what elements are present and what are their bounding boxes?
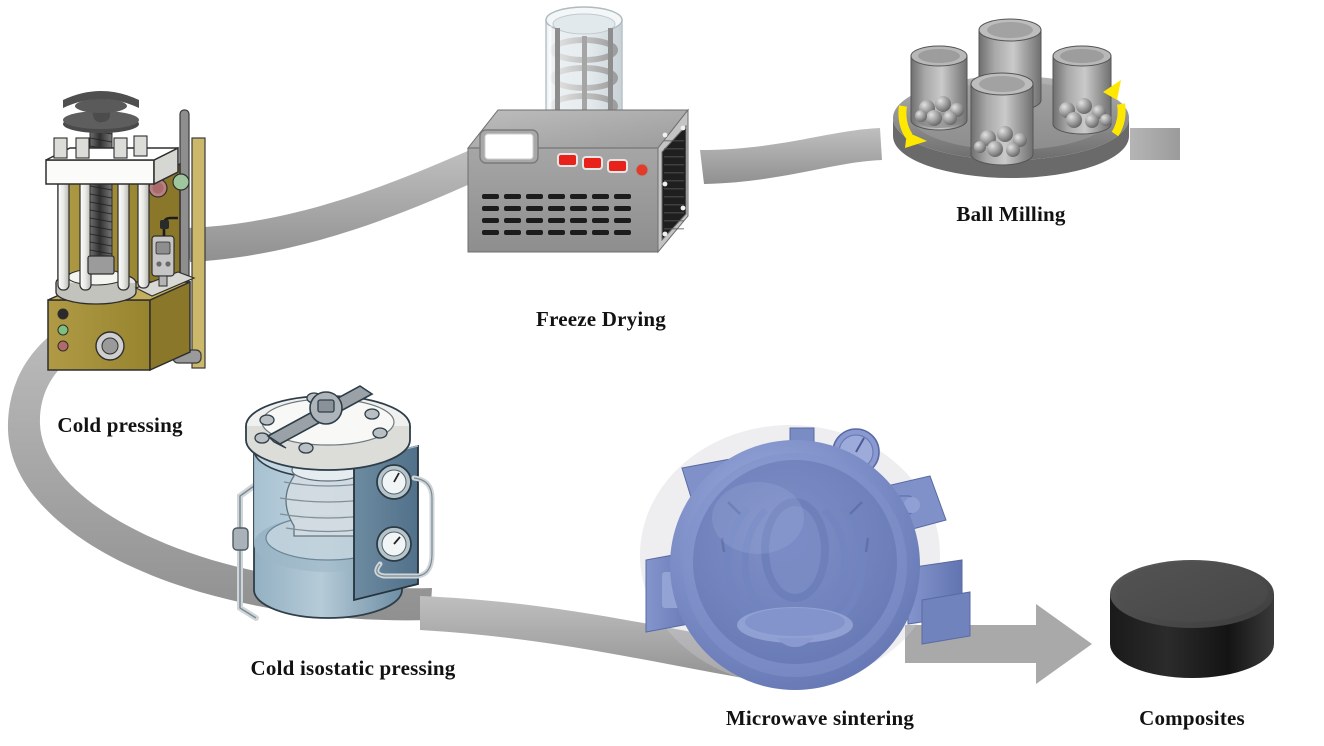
equipment-freeze-drying [450, 2, 730, 292]
freeze-dryer-lcd-display [479, 129, 539, 164]
connector-dryer-to-mill [700, 128, 882, 184]
press-digital-gauge[interactable] [151, 216, 178, 287]
cip-gauge [376, 464, 412, 500]
press-side-rod [172, 109, 206, 369]
grinding-balls [1059, 98, 1112, 128]
cip-tubing [376, 477, 433, 577]
label-cold-isostatic-pressing: Cold isostatic pressing [250, 656, 456, 680]
ball-mill-jar [970, 72, 1034, 166]
grinding-balls [974, 126, 1027, 157]
freeze-dryer-support-rods [555, 28, 613, 144]
equipment-microwave-sintering [640, 410, 971, 700]
label-ball-milling: Ball Milling [956, 202, 1066, 226]
ball-mill-jar [1052, 45, 1112, 135]
label-cold-pressing: Cold pressing [57, 413, 183, 437]
label-freeze-drying: Freeze Drying [536, 307, 666, 331]
connector-press-to-cip [7, 300, 433, 621]
grinding-balls [915, 96, 964, 126]
cip-lid-bolts [254, 392, 388, 454]
press-handwheel[interactable] [63, 91, 139, 133]
press-bolts [53, 135, 148, 159]
connector-cip-to-microwave [420, 596, 780, 684]
press-panel-buttons[interactable] [148, 173, 190, 198]
cip-gauge [376, 526, 412, 562]
press-threaded-screw [87, 121, 115, 275]
equipment-composites [1098, 548, 1298, 698]
label-composites: Composites [1139, 706, 1245, 730]
equipment-ball-milling [865, 8, 1155, 203]
microwave-chamber [670, 440, 920, 690]
rotation-arrow-icon [905, 80, 1121, 148]
press-indicator-lights[interactable] [57, 308, 69, 352]
press-relief-knob[interactable] [95, 331, 125, 361]
connector-microwave-to-composites [905, 604, 1092, 684]
ball-mill-jar [910, 45, 968, 131]
cip-side-handle [232, 483, 259, 621]
freeze-dryer-buttons[interactable] [557, 153, 628, 173]
equipment-cold-isostatic-pressing [222, 378, 472, 638]
connector-mill-to-press [1130, 128, 1180, 160]
microwave-side-box [907, 559, 971, 645]
connector-press-to-dryer [186, 150, 470, 262]
equipment-cold-pressing [18, 78, 218, 408]
freeze-dryer-mesh-panel [661, 124, 687, 242]
label-microwave-sintering: Microwave sintering [725, 706, 915, 730]
microwave-specimen-stage [737, 607, 853, 647]
microwave-cavity [724, 505, 866, 619]
freeze-dryer-vent-slots [482, 194, 631, 235]
freeze-dryer-power-led [635, 163, 649, 177]
cip-clamp-bar[interactable] [266, 385, 374, 449]
